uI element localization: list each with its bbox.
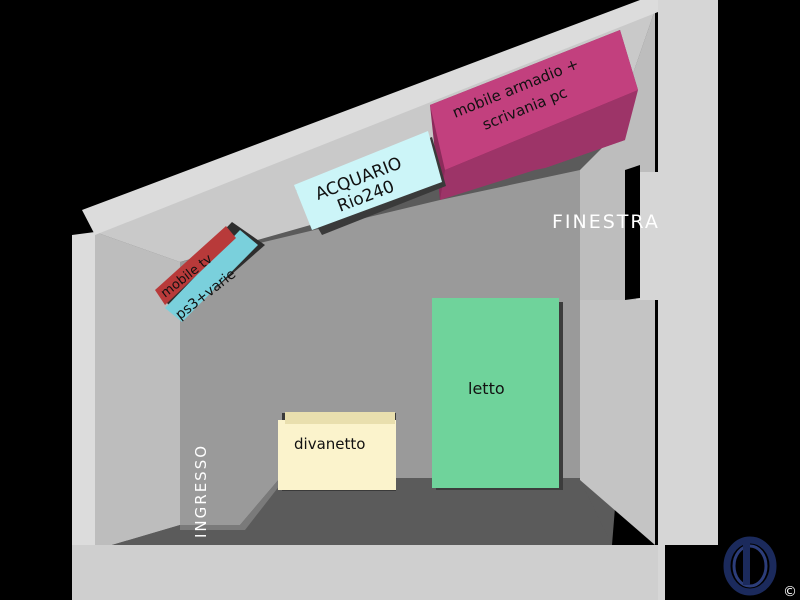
entrance-floor [180,478,280,530]
tv-block [155,222,265,322]
window-opening [625,165,640,300]
acquario-block [294,131,446,235]
wall-top-right [658,0,718,600]
wall-top-right-inner [636,172,658,300]
wall-top-bottom [72,545,665,600]
wall-top-back [82,0,660,235]
letto-label: letto [468,379,505,398]
left-wall-face [95,232,180,550]
bottom-wall-face [95,478,612,550]
logo [723,536,777,596]
letto-block [432,298,563,490]
right-lower-wall-face [580,300,655,545]
ingresso-label: INGRESSO [192,444,210,538]
wall-top-left [72,232,95,560]
finestra-label: FINESTRA [552,211,660,233]
divanetto-label: divanetto [294,435,365,453]
copyright-symbol: © [783,584,797,600]
divanetto-block [278,412,396,491]
armadio-block [430,30,638,200]
